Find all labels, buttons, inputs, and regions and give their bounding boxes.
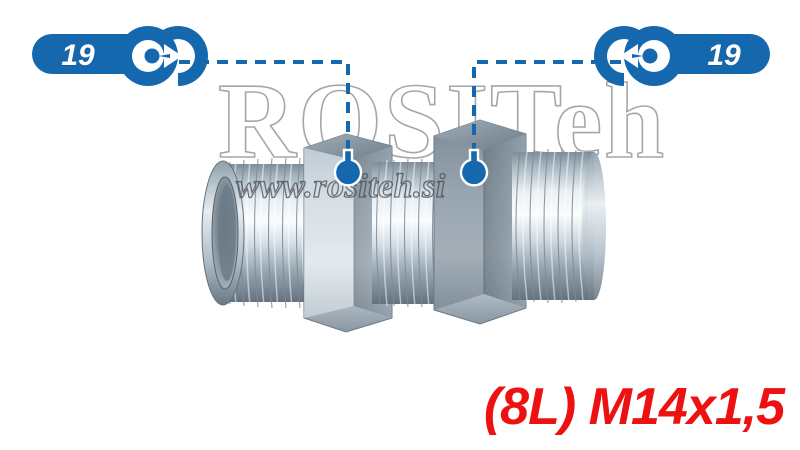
- wrench-size-badge-left: 19: [30, 24, 210, 88]
- pin-marker-left: [333, 148, 363, 187]
- wrench-size-badge-right: 19: [592, 24, 772, 88]
- leader-line-right: [472, 60, 640, 158]
- wrench-icon: [594, 26, 770, 86]
- wrench-icon: [32, 26, 208, 86]
- wrench-size-label: 19: [61, 39, 95, 72]
- product-spec-label: (8L) M14x1,5: [483, 378, 785, 436]
- wrench-size-label: 19: [707, 39, 741, 72]
- product-illustration: [201, 119, 606, 333]
- leader-line-left: [160, 60, 350, 158]
- right-threaded-end: [512, 148, 606, 304]
- pin-marker-right: [459, 148, 489, 187]
